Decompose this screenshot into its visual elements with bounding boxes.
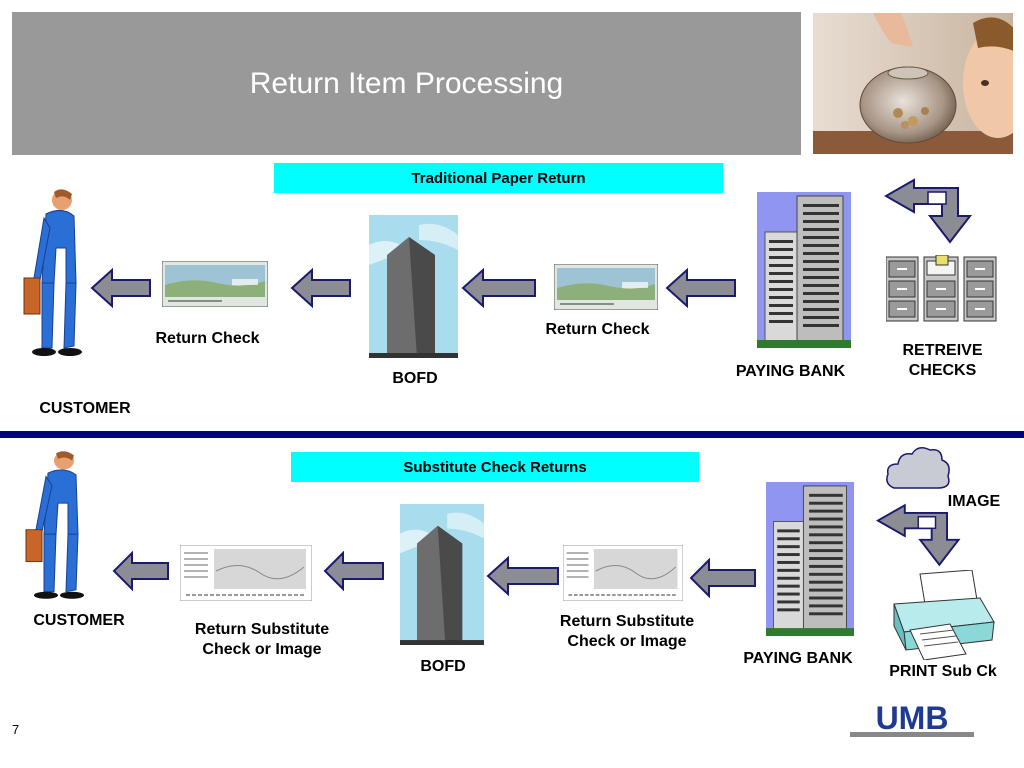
return-sub-label-right: Return Substitute Check or Image — [537, 612, 717, 652]
title-bar: Return Item Processing — [12, 12, 801, 155]
section-divider — [0, 431, 1024, 438]
umb-logo: UMB — [848, 700, 976, 740]
check-image-icon — [554, 264, 658, 310]
building-icon — [766, 482, 854, 636]
retrieve-checks-label: RETREIVE CHECKS — [880, 341, 1005, 381]
arrow-left-icon — [486, 556, 560, 596]
person-icon — [22, 450, 86, 605]
return-sub-left-line2: Check or Image — [202, 641, 322, 658]
printer-icon — [880, 570, 998, 660]
paying-bank-label-substitute: PAYING BANK — [743, 650, 853, 667]
customer-label-substitute: CUSTOMER — [33, 612, 125, 629]
substitute-check-icon — [563, 545, 683, 601]
page-number: 7 — [12, 722, 20, 737]
return-check-label-right: Return Check — [545, 321, 650, 338]
retrieve-checks-line1: RETREIVE — [902, 342, 983, 359]
person-icon — [20, 188, 84, 363]
return-check-label-left: Return Check — [155, 330, 260, 347]
building-icon — [400, 504, 484, 645]
arrow-left-icon — [323, 551, 385, 591]
file-cabinet-icon — [886, 255, 998, 323]
bofd-label-traditional: BOFD — [392, 370, 438, 387]
check-image-icon — [162, 261, 268, 307]
arrow-left-icon — [290, 268, 352, 308]
cycle-arrow-icon — [876, 502, 972, 568]
traditional-heading: Traditional Paper Return — [274, 163, 723, 193]
return-sub-left-line1: Return Substitute — [194, 621, 330, 638]
paying-bank-label-traditional: PAYING BANK — [735, 363, 846, 380]
slide-title: Return Item Processing — [249, 67, 564, 100]
arrow-left-icon — [665, 268, 737, 308]
arrow-left-icon — [461, 268, 537, 308]
print-sub-check-label: PRINT Sub Ck — [889, 663, 997, 680]
return-sub-right-line1: Return Substitute — [559, 613, 695, 630]
arrow-left-icon — [689, 558, 757, 598]
image-label: IMAGE — [947, 493, 1001, 510]
return-sub-label-left: Return Substitute Check or Image — [172, 620, 352, 660]
piggy-bank-photo — [813, 13, 1013, 154]
arrow-left-icon — [90, 268, 152, 308]
return-sub-right-line2: Check or Image — [567, 633, 687, 650]
svg-text:UMB: UMB — [876, 700, 949, 736]
customer-label-traditional: CUSTOMER — [39, 400, 131, 417]
substitute-check-icon — [180, 545, 312, 601]
retrieve-checks-line2: CHECKS — [908, 362, 977, 379]
building-icon — [369, 215, 458, 358]
building-icon — [757, 192, 851, 348]
cloud-icon — [884, 444, 952, 494]
cycle-arrow-icon — [884, 178, 984, 244]
bofd-label-substitute: BOFD — [420, 658, 466, 675]
arrow-left-icon — [112, 551, 170, 591]
substitute-heading: Substitute Check Returns — [291, 452, 699, 482]
